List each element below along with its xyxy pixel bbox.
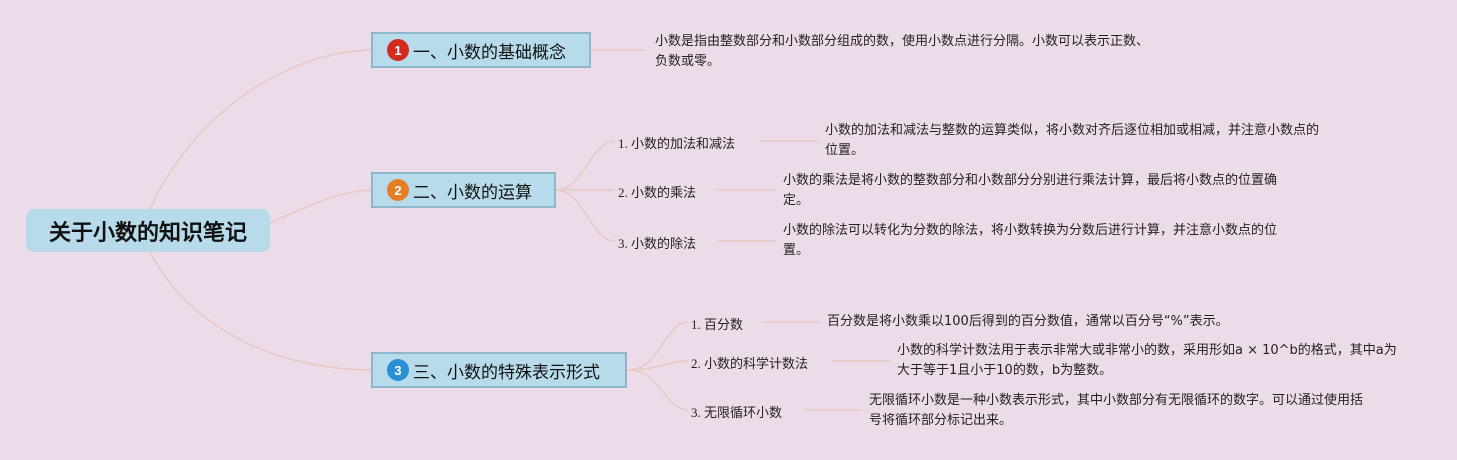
sub-node-divide[interactable]: 3. 小数的除法	[618, 236, 697, 251]
note-add-subtract: 小数的加法和减法与整数的运算类似，将小数对齐后逐位相加或相减，并注意小数点的位置…	[825, 123, 1320, 158]
note-repeating-decimal: 无限循环小数是一种小数表示形式，其中小数部分有无限循环的数字。可以通过使用括号将…	[869, 393, 1364, 428]
branch-title: 二、小数的运算	[413, 182, 532, 203]
sub-node-multiply[interactable]: 2. 小数的乘法	[618, 185, 697, 200]
connector-root-branch2	[269, 189, 373, 224]
number-two-badge-icon: 2	[387, 179, 409, 201]
number-one-badge-icon: 1	[387, 39, 409, 61]
connector-branch2-sub1	[554, 140, 616, 191]
connector-root-branch1	[149, 49, 373, 210]
sub-node-scientific-notation[interactable]: 2. 小数的科学计数法	[691, 356, 809, 371]
connector-branch3-sub2	[627, 360, 689, 371]
note-scientific-notation: 小数的科学计数法用于表示非常大或非常小的数，采用形如a × 10^b的格式，其中…	[897, 343, 1397, 378]
note-basics: 小数是指由整数部分和小数部分组成的数，使用小数点进行分隔。小数可以表示正数、负数…	[655, 34, 1150, 69]
branch-node-operations[interactable]: 2 二、小数的运算	[371, 172, 556, 208]
note-multiply: 小数的乘法是将小数的整数部分和小数部分分别进行乘法计算，最后将小数点的位置确定。	[783, 173, 1278, 208]
connector-branch3-sub3	[627, 369, 689, 411]
connector-branch3-sub1	[627, 321, 689, 371]
note-divide: 小数的除法可以转化为分数的除法，将小数转换为分数后进行计算，并注意小数点的位置。	[783, 223, 1278, 258]
branch-title: 一、小数的基础概念	[413, 42, 566, 63]
sub-node-percentage[interactable]: 1. 百分数	[691, 317, 744, 332]
note-percentage: 百分数是将小数乘以100后得到的百分数值，通常以百分号“%”表示。	[827, 314, 1229, 329]
root-title: 关于小数的知识笔记	[48, 220, 247, 246]
connector-root-branch3	[149, 251, 373, 371]
branch-title: 三、小数的特殊表示形式	[413, 362, 600, 383]
branch-node-special-forms[interactable]: 3 三、小数的特殊表示形式	[371, 352, 627, 388]
connector-branch2-sub3	[554, 189, 616, 242]
sub-node-add-subtract[interactable]: 1. 小数的加法和减法	[618, 136, 736, 151]
root-node[interactable]: 关于小数的知识笔记	[26, 209, 270, 252]
number-three-badge-icon: 3	[387, 359, 409, 381]
sub-node-repeating-decimal[interactable]: 3. 无限循环小数	[691, 405, 783, 420]
branch-node-basics[interactable]: 1 一、小数的基础概念	[371, 32, 591, 68]
